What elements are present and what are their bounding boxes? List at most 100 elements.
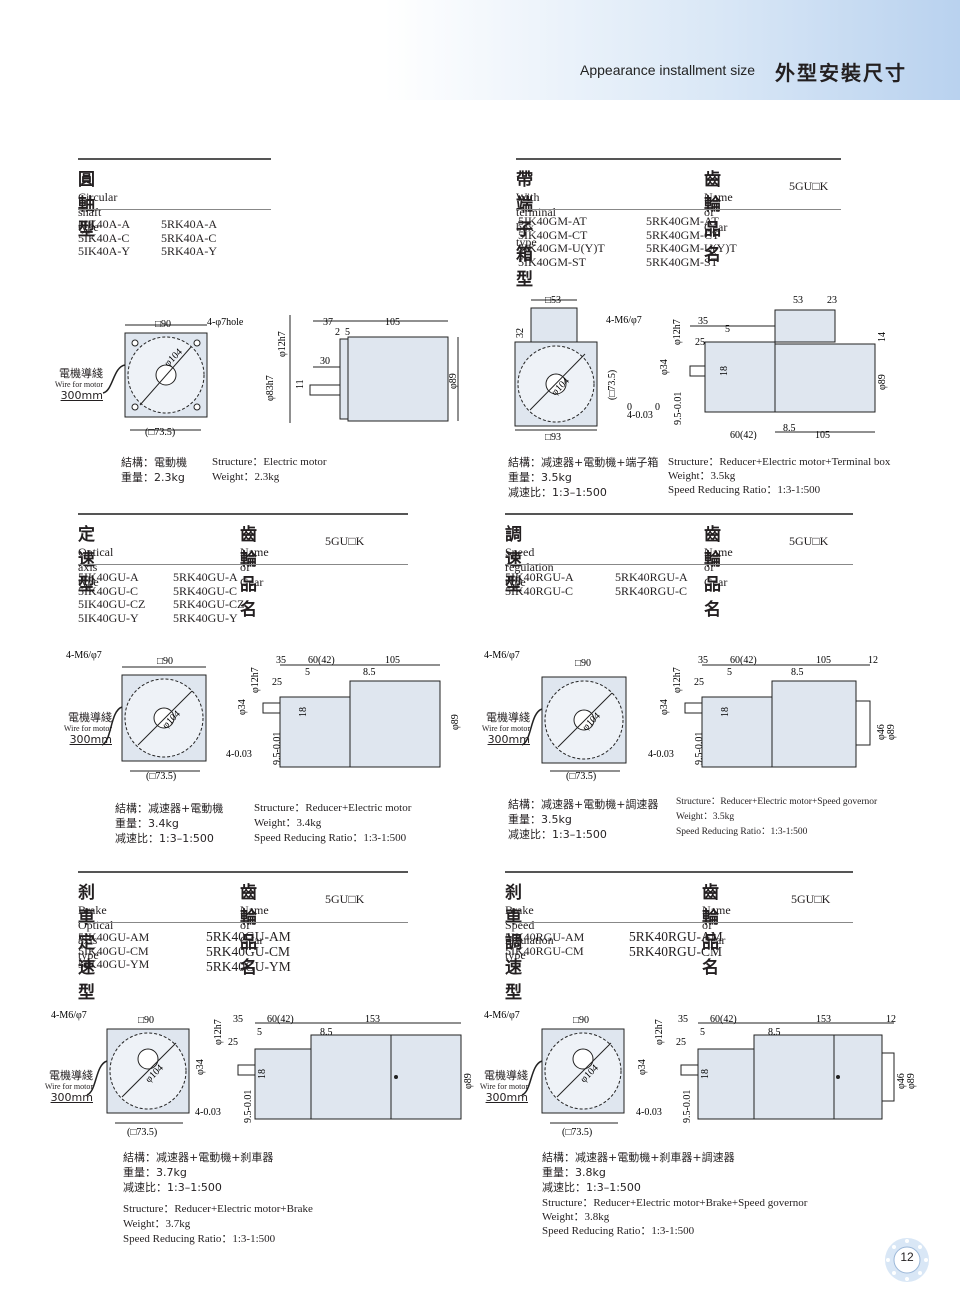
spec-line: Structure：Reducer+Electric motor+Termina… (668, 456, 891, 468)
dim-label: □90 (138, 1015, 154, 1026)
dim-label: φ46 (876, 724, 887, 740)
spec-line: Weight：3.4kg (254, 817, 322, 829)
model-item: 5RK40A-A (161, 217, 217, 231)
gear-title-en: Name of Gear (702, 903, 731, 947)
spec-line: 重量：3.7kg (123, 1166, 187, 1179)
dim-label: 5 (257, 1027, 262, 1038)
section-title-cn: 刹車定速型 (78, 883, 96, 1003)
divider (78, 922, 408, 923)
dim-label: 153 (816, 1014, 831, 1025)
spec-line: Speed Reducing Ratio：1:3-1:500 (668, 484, 821, 496)
section-title-cn: 調速型 (505, 525, 523, 595)
dim-label: 2 (335, 327, 340, 338)
dim-label: 25 (676, 1037, 686, 1048)
wire-cn: 電機導綫 (484, 1069, 528, 1082)
dim-label: 12 (868, 655, 878, 666)
divider (505, 513, 853, 515)
dim-label: 18 (720, 707, 731, 717)
dim-label: φ89 (877, 374, 888, 390)
dim-label: 4-M6/φ7 (606, 315, 642, 326)
dim-label: 18 (257, 1069, 268, 1079)
gear-code: 5GU□K (789, 179, 829, 193)
terminal-box (530, 307, 578, 343)
wire-len: 300mm (69, 733, 112, 746)
page-number: 12 (900, 1250, 914, 1264)
dim-label: 4-M6/φ7 (66, 650, 102, 661)
dim-label: 35 (678, 1014, 688, 1025)
model-item: 5IK40GU-YM (78, 957, 150, 971)
model-item: 5RK40RGU-C (615, 583, 688, 598)
model-item: 5IK40GU-AM (78, 930, 150, 944)
dim-label: (□73.5) (145, 427, 175, 438)
dim-label: 9.5-0.01 (673, 392, 684, 425)
spec-line: 减速比：1:3–1:500 (508, 486, 607, 499)
dim-label: □90 (575, 658, 591, 669)
motor-body (774, 343, 876, 413)
model-item: 5RK40GM-ST (646, 254, 719, 269)
spec-line: 結構：减速器+電動機+刹車器+調速器 (542, 1151, 735, 1164)
wire-en: Wire for motor (479, 1082, 528, 1091)
spec-line: 結構：電動機 (121, 456, 187, 469)
spec-line: 重量：2.3kg (121, 471, 185, 484)
dim-label: 18 (700, 1069, 711, 1079)
model-item: 5IK40GM-AT (518, 214, 587, 228)
dim-label: 35 (698, 655, 708, 666)
dim-label: (□73.5) (146, 771, 176, 782)
divider (505, 871, 853, 873)
wire-label: 電機導綫 Wire for motor 300mm (430, 712, 530, 746)
wire-cn: 電機導綫 (49, 1069, 93, 1082)
dim-label: 9.5-0.01 (272, 732, 283, 765)
spec-line: 减速比：1:3–1:500 (508, 828, 607, 841)
wire-cn: 電機導綫 (68, 711, 112, 724)
wire-cn: 電機導綫 (59, 367, 103, 380)
spec-en: Structure：Reducer+Electric motor+Brake+S… (542, 1196, 807, 1238)
gear-code: 5GU□K (325, 892, 365, 906)
dim-label: 4-0.03 (636, 1107, 662, 1118)
dim-label: 35 (233, 1014, 243, 1025)
model-item: 5RK40GU-Y (173, 610, 238, 625)
dim-label: 25 (694, 677, 704, 688)
spec-line: 重量：3.5kg (508, 813, 572, 826)
gear-title-en: Name of Gear (240, 545, 269, 589)
dim-label: 25 (228, 1037, 238, 1048)
divider (78, 158, 271, 160)
dim-label: 8.5 (791, 667, 804, 678)
gear-title-en: Name of Gear (240, 903, 269, 947)
drawing-optical-axis: 4-M6/φ7 □90 φ104 (□73.5) φ12h7 35 60(42)… (66, 650, 461, 782)
dim-label: 60(42) (308, 655, 335, 666)
drawing-circular-shaft: □90 4-φ7hole φ104 (□73.5) φ12h7 37 2 5 1… (102, 315, 459, 438)
section-title-en: Optical axis type (78, 545, 114, 589)
dim-label: 105 (385, 317, 400, 328)
dim-label: 0 (655, 402, 660, 413)
model-item: 5RK40GU-CM (206, 944, 291, 959)
wire-len: 300mm (60, 389, 103, 402)
section-title-cn: 刹車調速型 (505, 883, 523, 1003)
dim-label: φ89 (450, 714, 461, 730)
dim-label: 105 (816, 655, 831, 666)
motor-body (347, 336, 449, 422)
dim-label: 14 (877, 332, 888, 342)
dim-label: φ89 (463, 1073, 474, 1089)
model-item: 5RK40GU-YM (206, 959, 291, 974)
dim-label: φ89 (886, 724, 897, 740)
wire-label: 電機導綫 Wire for motor 300mm (8, 368, 103, 402)
spec-line: Speed Reducing Ratio：1:3-1:500 (542, 1225, 695, 1237)
section-title-cn: 定速型 (78, 525, 96, 595)
divider (78, 871, 408, 873)
section-title-cn: 帶端子箱型 (516, 170, 534, 290)
dim-label: 105 (385, 655, 400, 666)
spec-en: Structure：Reducer+Electric motor+Speed g… (676, 795, 877, 840)
dim-label: φ34 (659, 699, 670, 715)
dim-label: 9.5-0.01 (682, 1090, 693, 1123)
section-title-en: Brake Speed regulation type (505, 903, 554, 962)
dim-label: 5 (727, 667, 732, 678)
spec-line: 重量：3.4kg (115, 817, 179, 830)
